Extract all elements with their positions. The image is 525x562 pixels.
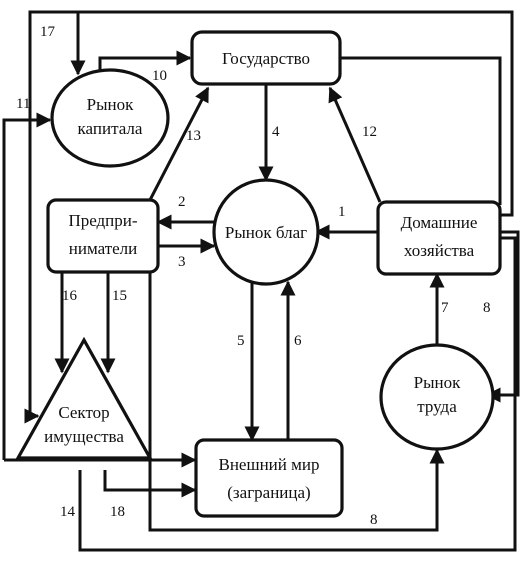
flow-label-11: 11 xyxy=(16,96,30,112)
capital-market-label-line2: капитала xyxy=(78,119,143,138)
flow-17-arrow xyxy=(70,10,514,217)
labour-market-label-line1: Рынок xyxy=(414,373,461,392)
labour-market-label-line2: труда xyxy=(417,397,457,416)
flow-14-arrow xyxy=(78,236,517,552)
households-label-line1: Домашние xyxy=(401,213,478,232)
property-sector-label-line2: имущества xyxy=(44,427,124,446)
entrepreneurs-label-line2: ниматели xyxy=(69,239,138,258)
flow-13-arrow xyxy=(148,86,210,201)
flow-label-12: 12 xyxy=(362,124,377,140)
flow-17-left-arrow xyxy=(24,10,78,424)
capital-market-node xyxy=(50,68,170,168)
flow-label-17: 17 xyxy=(40,24,56,40)
flow-label-8-bottom: 8 xyxy=(370,512,378,528)
flow-12-arrow xyxy=(328,86,382,203)
state-label: Государство xyxy=(222,49,310,68)
goods-market-label: Рынок благ xyxy=(225,223,307,242)
flow-label-4: 4 xyxy=(272,124,280,140)
flow-label-18: 18 xyxy=(110,504,125,520)
flow-label-10: 10 xyxy=(152,68,167,84)
external-world-label-line2: (заграница) xyxy=(227,483,310,502)
flow-label-6: 6 xyxy=(294,333,302,349)
state-node xyxy=(190,30,342,86)
goods-market-node xyxy=(212,178,320,286)
labour-market-node xyxy=(379,343,495,451)
external-world-label-line1: Внешний мир xyxy=(219,455,320,474)
flow-label-8-right: 8 xyxy=(483,300,491,316)
flow-18-arrow xyxy=(103,470,197,498)
property-sector-node xyxy=(15,336,153,460)
flow-11-arrow xyxy=(2,112,52,460)
entrepreneurs-node xyxy=(46,198,160,274)
flow-label-5: 5 xyxy=(237,333,245,349)
flow-label-13: 13 xyxy=(186,128,201,144)
flow-8-right-arrow xyxy=(485,230,520,403)
capital-market-label-line1: Рынок xyxy=(87,95,134,114)
state-to-households-arrow xyxy=(340,56,502,205)
flow-label-7: 7 xyxy=(441,300,449,316)
flow-label-1: 1 xyxy=(338,204,346,220)
external-world-node xyxy=(194,438,344,518)
flow-label-3: 3 xyxy=(178,254,186,270)
households-label-line2: хозяйства xyxy=(404,241,475,260)
flow-label-16: 16 xyxy=(62,288,78,304)
flow-label-15: 15 xyxy=(112,288,127,304)
flow-label-2: 2 xyxy=(178,194,186,210)
property-sector-label-line1: Сектор xyxy=(58,403,109,422)
households-node xyxy=(376,200,502,276)
flow-8-bottom-arrow xyxy=(148,270,445,532)
flow-label-14: 14 xyxy=(60,504,76,520)
entrepreneurs-label-line1: Предпри- xyxy=(68,211,137,230)
